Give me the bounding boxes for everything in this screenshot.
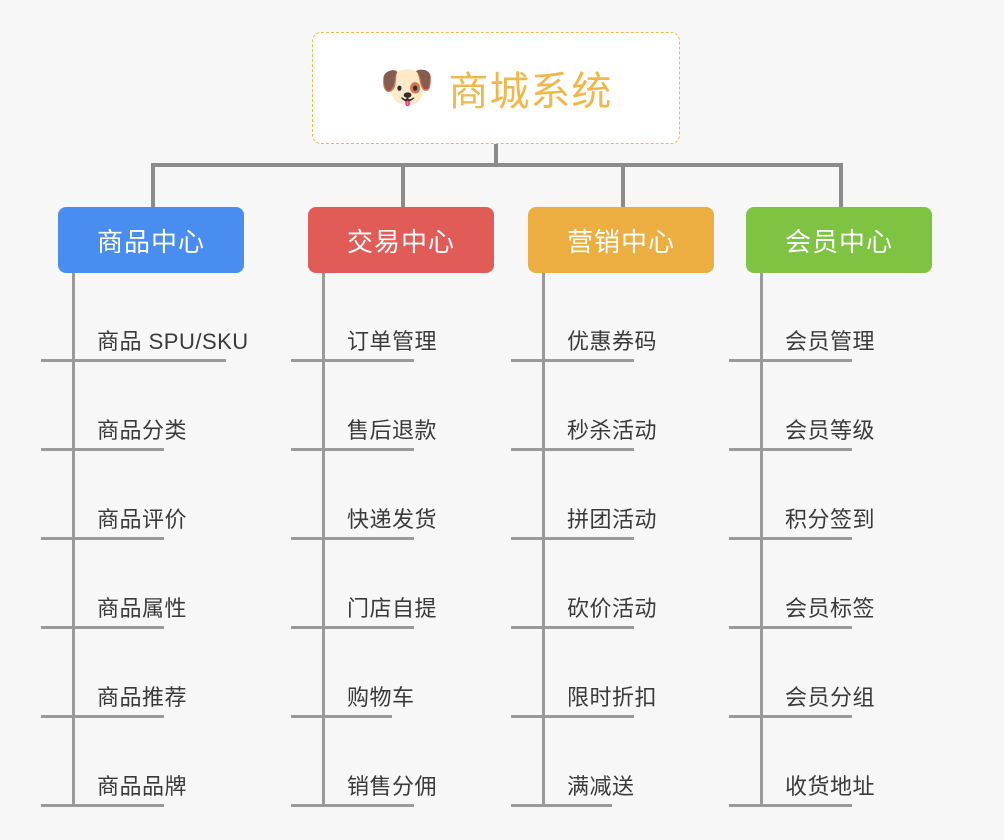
branch-trunk-line <box>72 273 75 807</box>
leaf-underline <box>729 537 852 540</box>
connector-branch-drop-3 <box>621 163 625 207</box>
leaf-label: 商品 SPU/SKU <box>97 329 249 354</box>
leaf-label: 会员等级 <box>785 418 876 443</box>
leaf-underline <box>291 359 414 362</box>
category-box-4[interactable]: 会员中心 <box>746 207 932 273</box>
leaf-underline <box>41 626 164 629</box>
leaf-item[interactable]: 满减送 <box>511 718 665 807</box>
leaf-underline <box>729 804 852 807</box>
leaf-item[interactable]: 收货地址 <box>729 718 883 807</box>
leaf-underline <box>729 715 852 718</box>
leaf-label: 售后退款 <box>347 418 438 443</box>
leaf-item[interactable]: 商品推荐 <box>41 629 257 718</box>
category-box-3[interactable]: 营销中心 <box>528 207 714 273</box>
leaf-underline <box>511 626 634 629</box>
leaf-label: 积分签到 <box>785 507 876 532</box>
category-label: 会员中心 <box>784 226 893 257</box>
leaf-label: 秒杀活动 <box>567 418 658 443</box>
connector-branch-drop-2 <box>401 163 405 207</box>
leaf-list: 会员管理会员等级积分签到会员标签会员分组收货地址 <box>729 273 883 807</box>
leaf-label: 限时折扣 <box>567 685 658 710</box>
leaf-item[interactable]: 商品 SPU/SKU <box>41 273 257 362</box>
connector-branch-drop-1 <box>151 163 155 207</box>
branch-trunk-line <box>542 273 545 807</box>
leaf-item[interactable]: 会员等级 <box>729 362 883 451</box>
leaf-label: 快递发货 <box>347 507 438 532</box>
leaf-item[interactable]: 商品评价 <box>41 451 257 540</box>
leaf-label: 商品分类 <box>97 418 188 443</box>
leaf-label: 商品属性 <box>97 596 188 621</box>
leaf-underline <box>511 537 634 540</box>
leaf-item[interactable]: 秒杀活动 <box>511 362 665 451</box>
leaf-underline <box>511 448 634 451</box>
leaf-item[interactable]: 快递发货 <box>291 451 445 540</box>
leaf-underline <box>41 715 164 718</box>
leaf-label: 商品品牌 <box>97 774 188 799</box>
leaf-item[interactable]: 拼团活动 <box>511 451 665 540</box>
leaf-label: 会员管理 <box>785 329 876 354</box>
leaf-underline <box>729 626 852 629</box>
leaf-underline <box>291 715 392 718</box>
root-node-mall-system[interactable]: 🐶 商城系统 <box>312 32 680 144</box>
leaf-item[interactable]: 售后退款 <box>291 362 445 451</box>
leaf-label: 收货地址 <box>785 774 876 799</box>
root-node-title: 商城系统 <box>448 70 613 114</box>
leaf-list: 订单管理售后退款快递发货门店自提购物车销售分佣 <box>291 273 445 807</box>
category-label: 商品中心 <box>96 226 205 257</box>
leaf-item[interactable]: 购物车 <box>291 629 445 718</box>
leaf-underline <box>291 537 414 540</box>
leaf-label: 拼团活动 <box>567 507 658 532</box>
leaf-item[interactable]: 销售分佣 <box>291 718 445 807</box>
branch-trunk-line <box>322 273 325 807</box>
connector-branch-drop-4 <box>839 163 843 207</box>
shiba-dog-face-icon: 🐶 <box>379 63 435 112</box>
leaf-underline <box>41 537 164 540</box>
leaf-label: 门店自提 <box>347 596 438 621</box>
leaf-item[interactable]: 优惠券码 <box>511 273 665 362</box>
leaf-item[interactable]: 会员分组 <box>729 629 883 718</box>
leaf-item[interactable]: 砍价活动 <box>511 540 665 629</box>
leaf-underline <box>511 359 634 362</box>
leaf-item[interactable]: 积分签到 <box>729 451 883 540</box>
leaf-label: 会员分组 <box>785 685 876 710</box>
category-box-1[interactable]: 商品中心 <box>58 207 244 273</box>
category-label: 交易中心 <box>346 226 455 257</box>
category-box-2[interactable]: 交易中心 <box>308 207 494 273</box>
leaf-underline <box>729 359 852 362</box>
leaf-item[interactable]: 商品分类 <box>41 362 257 451</box>
leaf-underline <box>41 804 164 807</box>
leaf-list: 商品 SPU/SKU 商品分类商品评价商品属性商品推荐商品品牌 <box>41 273 257 807</box>
leaf-item[interactable]: 限时折扣 <box>511 629 665 718</box>
category-label: 营销中心 <box>566 226 675 257</box>
connector-horizontal-bus <box>151 163 843 167</box>
leaf-item[interactable]: 订单管理 <box>291 273 445 362</box>
leaf-underline <box>291 626 414 629</box>
leaf-label: 会员标签 <box>785 596 876 621</box>
leaf-underline <box>511 804 612 807</box>
leaf-underline <box>291 804 414 807</box>
leaf-underline <box>41 359 226 362</box>
leaf-label: 商品推荐 <box>97 685 188 710</box>
branch-trunk-line <box>760 273 763 807</box>
leaf-label: 优惠券码 <box>567 329 658 354</box>
leaf-label: 销售分佣 <box>347 774 438 799</box>
leaf-label: 订单管理 <box>347 329 438 354</box>
leaf-item[interactable]: 商品属性 <box>41 540 257 629</box>
leaf-underline <box>511 715 634 718</box>
leaf-label: 购物车 <box>347 685 415 710</box>
leaf-underline <box>291 448 414 451</box>
leaf-underline <box>729 448 852 451</box>
leaf-label: 满减送 <box>567 774 635 799</box>
leaf-label: 商品评价 <box>97 507 188 532</box>
leaf-item[interactable]: 门店自提 <box>291 540 445 629</box>
leaf-item[interactable]: 会员管理 <box>729 273 883 362</box>
leaf-item[interactable]: 商品品牌 <box>41 718 257 807</box>
connector-root-drop <box>494 144 498 167</box>
leaf-label: 砍价活动 <box>567 596 658 621</box>
leaf-list: 优惠券码秒杀活动拼团活动砍价活动限时折扣满减送 <box>511 273 665 807</box>
leaf-underline <box>41 448 164 451</box>
leaf-item[interactable]: 会员标签 <box>729 540 883 629</box>
